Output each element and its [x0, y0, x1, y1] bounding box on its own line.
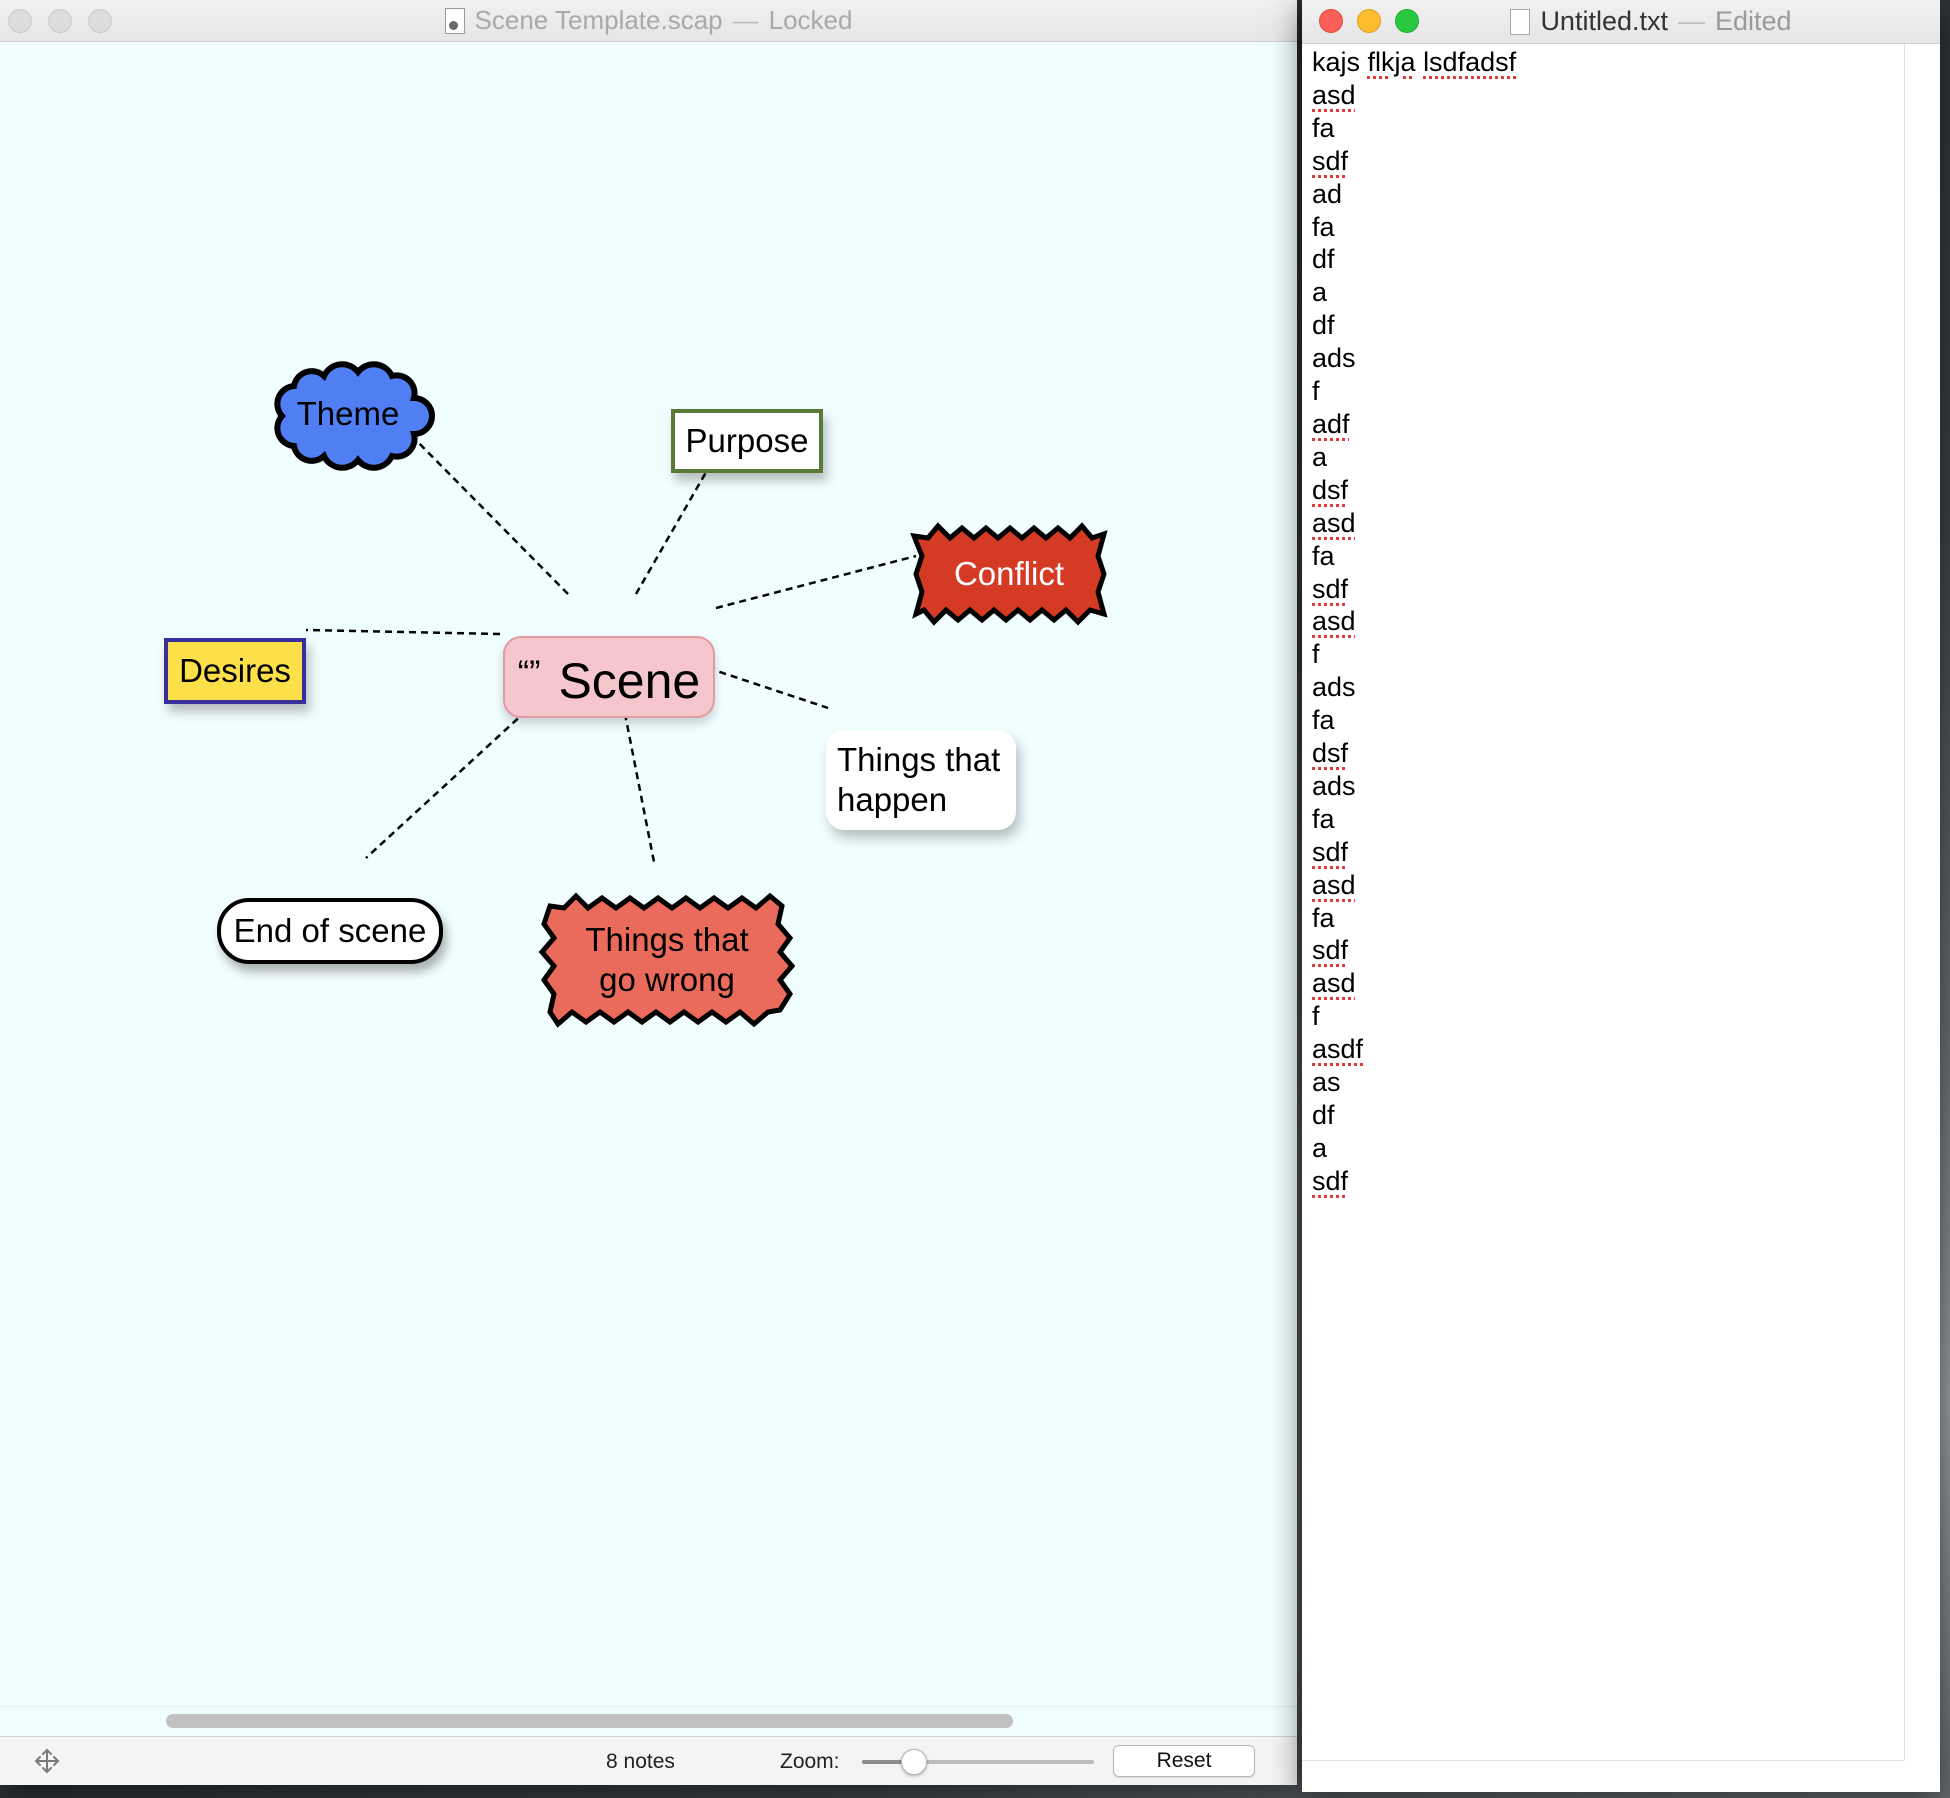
- text-line: ads: [1312, 343, 1356, 374]
- text-line: sdf: [1312, 145, 1349, 176]
- connector-scene-wrong: [616, 677, 656, 863]
- note-scene[interactable]: “” Scene: [503, 636, 715, 718]
- scapple-window-title: Scene Template.scap — Locked: [0, 0, 1297, 41]
- note-purpose[interactable]: Purpose: [671, 409, 823, 473]
- zoom-label: Zoom:: [780, 1750, 840, 1773]
- scapple-title-text: Scene Template.scap: [474, 5, 723, 35]
- connector-scene-desires: [305, 628, 501, 636]
- text-line: kajs flkja lsdfadsf: [1312, 47, 1517, 77]
- text-line: sdf: [1312, 1165, 1349, 1196]
- textedit-titlebar[interactable]: Untitled.txt — Edited: [1302, 0, 1940, 44]
- reset-zoom-button[interactable]: Reset: [1113, 1745, 1255, 1777]
- note-things-that-go-wrong[interactable]: Things that go wrong: [538, 892, 796, 1028]
- textedit-title-text: Untitled.txt: [1540, 6, 1668, 36]
- text-line: ads: [1312, 770, 1356, 801]
- scapple-window: Scene Template.scap — Locked Theme: [0, 0, 1297, 1785]
- note-desires-label: Desires: [179, 652, 291, 689]
- scapple-document-icon: [444, 8, 465, 34]
- text-line: df: [1312, 244, 1335, 275]
- close-window-button[interactable]: [8, 9, 32, 33]
- scapple-title-status: Locked: [768, 5, 853, 35]
- text-line: asd: [1312, 79, 1356, 110]
- text-line: sdf: [1312, 836, 1349, 867]
- title-separator: —: [732, 5, 759, 35]
- note-wrong-line2: go wrong: [599, 961, 735, 998]
- text-line: a: [1312, 277, 1328, 308]
- note-scene-label: Scene: [558, 653, 701, 709]
- text-line: asdf: [1312, 1034, 1364, 1065]
- note-things-happen-line1: Things that: [837, 741, 1001, 778]
- text-line: adf: [1312, 408, 1350, 439]
- text-line: df: [1312, 1100, 1335, 1130]
- note-theme[interactable]: Theme: [264, 358, 435, 471]
- text-line: asd: [1312, 507, 1356, 538]
- move-canvas-icon[interactable]: [34, 1748, 60, 1774]
- title-separator: —: [1678, 6, 1705, 36]
- textedit-title-status: Edited: [1715, 6, 1792, 36]
- text-line: a: [1312, 1132, 1328, 1163]
- note-theme-label: Theme: [296, 395, 400, 432]
- text-line: f: [1312, 1001, 1320, 1032]
- text-line: as: [1312, 1067, 1341, 1098]
- text-line: sdf: [1312, 573, 1349, 604]
- text-line: dsf: [1312, 474, 1349, 505]
- starburst-shape: [910, 522, 1108, 626]
- note-purpose-label: Purpose: [685, 422, 809, 459]
- zoom-window-button[interactable]: [88, 9, 112, 33]
- zoom-slider-fill: [862, 1760, 914, 1764]
- text-line: fa: [1312, 540, 1335, 571]
- text-line: asd: [1312, 606, 1356, 637]
- note-desires[interactable]: Desires: [164, 638, 306, 704]
- starburst-shape: [538, 892, 796, 1028]
- note-things-happen-line2: happen: [837, 781, 948, 818]
- minimize-window-button[interactable]: [1357, 9, 1381, 33]
- note-things-that-happen[interactable]: Things that happen: [826, 730, 1016, 830]
- text-line: df: [1312, 310, 1335, 341]
- scapple-titlebar[interactable]: Scene Template.scap — Locked: [0, 0, 1297, 42]
- horizontal-scroll-thumb[interactable]: [166, 1714, 1013, 1728]
- connector-scene-end: [365, 677, 563, 859]
- text-line: f: [1312, 639, 1320, 670]
- text-line: dsf: [1312, 738, 1349, 769]
- text-line: asd: [1312, 968, 1356, 999]
- text-line: fa: [1312, 112, 1335, 143]
- note-conflict[interactable]: Conflict: [910, 522, 1108, 626]
- zoom-window-button[interactable]: [1395, 9, 1419, 33]
- text-line: f: [1312, 376, 1320, 407]
- note-end-of-scene[interactable]: End of scene: [217, 898, 443, 964]
- text-line: fa: [1312, 705, 1335, 736]
- connector-scene-purpose: [634, 433, 730, 595]
- zoom-slider-track[interactable]: [862, 1760, 1094, 1764]
- textedit-window-title: Untitled.txt — Edited: [1302, 0, 1940, 43]
- connector-scene-conflict: [715, 554, 917, 610]
- text-line: asd: [1312, 869, 1356, 900]
- note-wrong-line1: Things that: [585, 921, 749, 958]
- cloud-shape: [274, 361, 435, 471]
- connector-lines: [305, 423, 917, 863]
- zoom-slider-knob[interactable]: [901, 1749, 928, 1775]
- connector-scene-theme: [399, 423, 569, 595]
- text-document-icon: [1510, 9, 1531, 35]
- text-line: fa: [1312, 902, 1335, 933]
- text-line: fa: [1312, 803, 1335, 834]
- note-end-label: End of scene: [233, 912, 427, 949]
- text-line: ad: [1312, 178, 1343, 209]
- quote-icon: “”: [517, 654, 541, 692]
- text-line: fa: [1312, 211, 1335, 242]
- note-conflict-label: Conflict: [953, 555, 1065, 592]
- notes-count-label: 8 notes: [606, 1750, 675, 1773]
- text-line: sdf: [1312, 935, 1349, 966]
- text-line: ads: [1312, 672, 1356, 703]
- text-line: a: [1312, 441, 1328, 472]
- close-window-button[interactable]: [1319, 9, 1343, 33]
- minimize-window-button[interactable]: [48, 9, 72, 33]
- status-bar: 8 notes Zoom: Reset: [0, 1736, 1297, 1785]
- connector-scene-things-happen: [707, 666, 829, 710]
- mindmap-canvas[interactable]: Theme Purpose Conflict Desires “” Scene T…: [0, 42, 1297, 1710]
